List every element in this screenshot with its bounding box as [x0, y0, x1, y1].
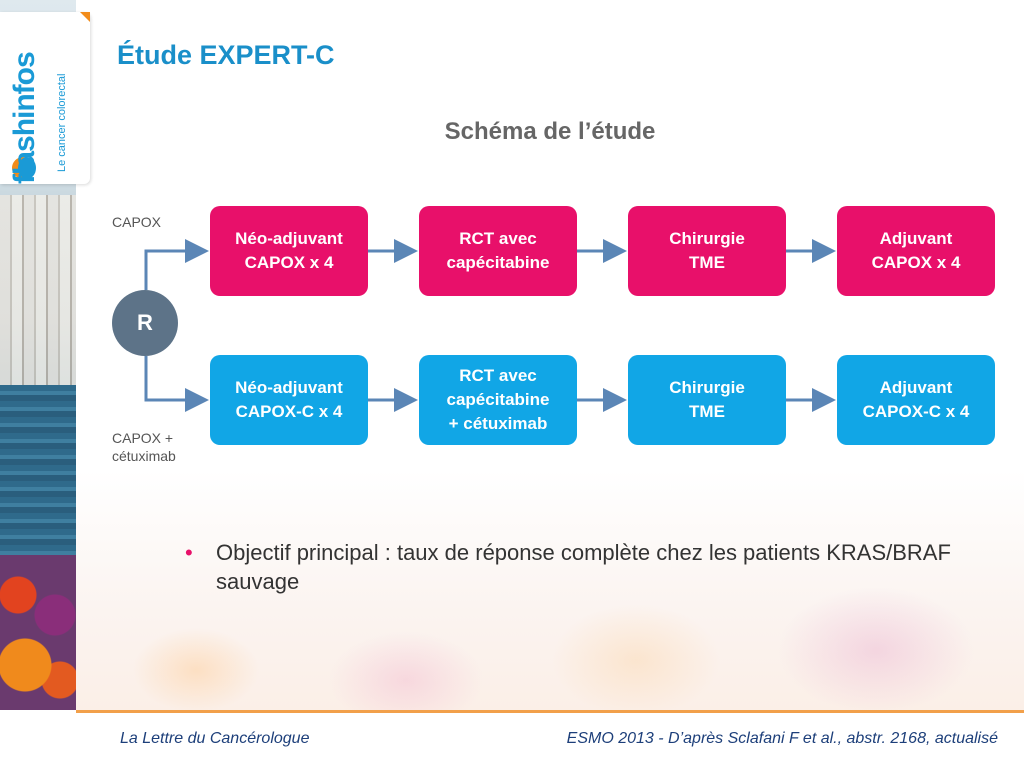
step-neoadjuvant-capox: Néo-adjuvant CAPOX x 4	[210, 206, 368, 296]
logo-corner	[80, 12, 90, 22]
page-title: Étude EXPERT-C	[117, 40, 335, 70]
objective-text: Objectif principal : taux de réponse com…	[216, 540, 951, 594]
side-photo-canal	[0, 385, 76, 555]
step-adjuvant-capox-c: Adjuvant CAPOX-C x 4	[837, 355, 995, 445]
diagram-subtitle: Schéma de l’étude	[444, 118, 656, 145]
branch-connector-bottom	[144, 356, 209, 412]
step-surgery-tme: Chirurgie TME	[628, 206, 786, 296]
background-flowers	[76, 470, 1024, 710]
arm-label-capox-cetuximab: CAPOX + cétuximab	[112, 430, 176, 464]
arm-label-capox: CAPOX	[112, 214, 162, 230]
side-photo-buildings	[0, 195, 76, 385]
step-rct-capecitabine: RCT avec capécitabine	[419, 206, 577, 296]
objective-bullet: • Objectif principal : taux de réponse c…	[185, 538, 965, 596]
step-rct-capecitabine-cetuximab: RCT avec capécitabine + cétuximab	[419, 355, 577, 445]
branch-connector-top	[144, 239, 209, 290]
footer-divider	[76, 710, 1024, 713]
footer-citation: ESMO 2013 - D’après Sclafani F et al., a…	[566, 730, 998, 747]
side-photo-tulips	[0, 555, 76, 710]
step-surgery-tme-cetuximab-arm: Chirurgie TME	[628, 355, 786, 445]
bullet-marker-icon: •	[185, 540, 193, 565]
step-adjuvant-capox: Adjuvant CAPOX x 4	[837, 206, 995, 296]
logo-tab: flashinfos Le cancer colorectal	[0, 12, 90, 184]
randomization-node: R	[112, 290, 178, 356]
footer-journal: La Lettre du Cancérologue	[120, 730, 310, 747]
step-neoadjuvant-capox-c: Néo-adjuvant CAPOX-C x 4	[210, 355, 368, 445]
logo-mark-icon	[12, 157, 36, 179]
